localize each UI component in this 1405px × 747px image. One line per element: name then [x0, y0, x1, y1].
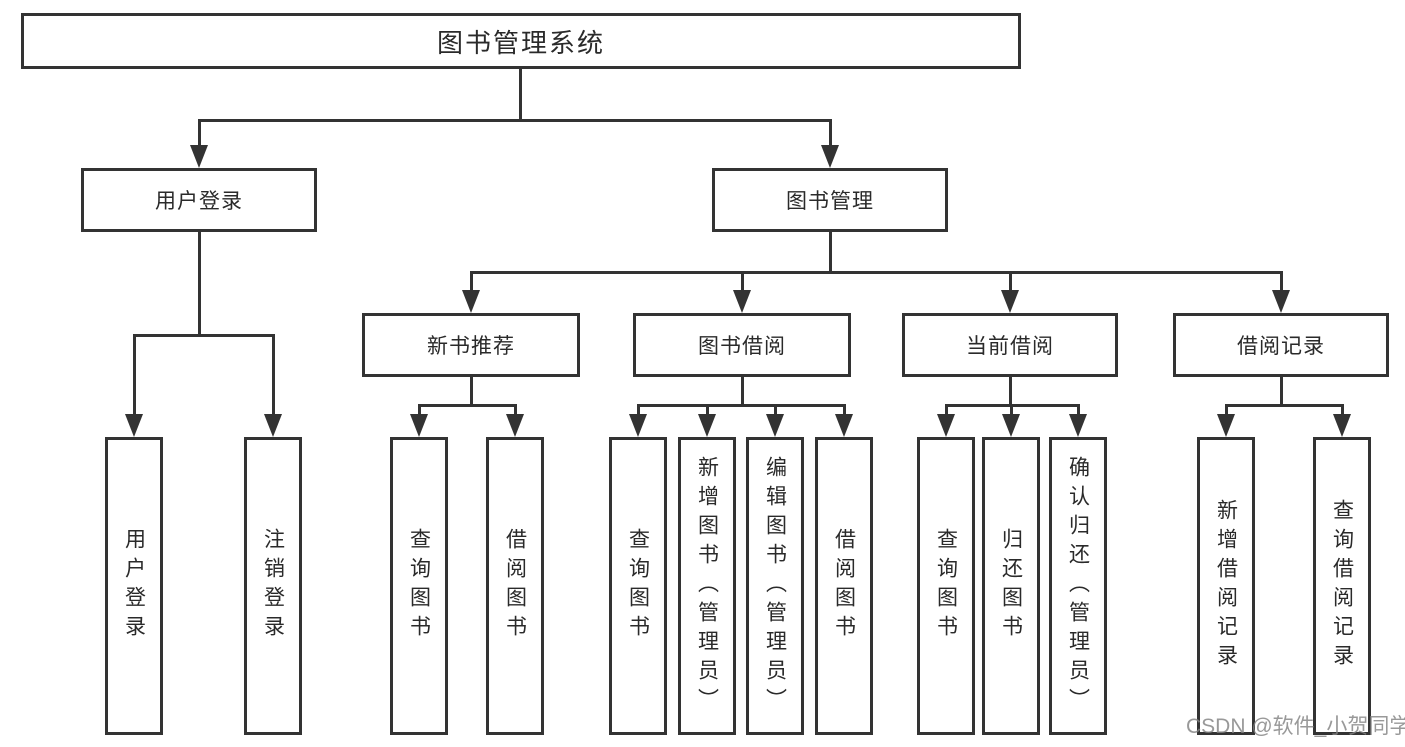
- connector-line: [637, 404, 640, 416]
- leaf-add-books-admin: 新增图书（管理员）: [678, 437, 736, 735]
- connector-line: [829, 232, 832, 273]
- connector-line: [1280, 377, 1283, 406]
- connector-line: [133, 334, 136, 416]
- arrow-down-icon: [821, 145, 839, 168]
- connector-line: [1009, 271, 1012, 292]
- leaf-label: 查询借阅记录: [1330, 499, 1354, 673]
- leaf-label: 编辑图书（管理员）: [763, 455, 787, 717]
- csdn-watermark: CSDN @软件_小贺同学: [1186, 715, 1405, 738]
- arrow-down-icon: [1272, 290, 1290, 313]
- leaf-label: 借阅图书: [503, 528, 527, 644]
- arrow-down-icon: [1069, 414, 1087, 437]
- node-label: 图书管理: [786, 190, 874, 213]
- connector-line: [774, 404, 777, 416]
- arrow-down-icon: [264, 414, 282, 437]
- connector-line: [637, 404, 846, 407]
- node-borrowing-records: 借阅记录: [1173, 313, 1389, 377]
- connector-line: [418, 404, 517, 407]
- connector-line: [945, 404, 948, 416]
- leaf-label: 查询图书: [626, 528, 650, 644]
- node-current-borrowing: 当前借阅: [902, 313, 1118, 377]
- connector-line: [843, 404, 846, 416]
- connector-line: [198, 119, 832, 122]
- leaf-query-books-current: 查询图书: [917, 437, 975, 735]
- leaf-label: 查询图书: [934, 528, 958, 644]
- leaf-query-books-borrowing: 查询图书: [609, 437, 667, 735]
- leaf-query-books-recommend: 查询图书: [390, 437, 448, 735]
- leaf-query-borrow-record: 查询借阅记录: [1313, 437, 1371, 735]
- arrow-down-icon: [410, 414, 428, 437]
- node-library-management-system: 图书管理系统: [21, 13, 1021, 69]
- leaf-logout: 注销登录: [244, 437, 302, 735]
- arrow-down-icon: [1217, 414, 1235, 437]
- arrow-down-icon: [1002, 414, 1020, 437]
- arrow-down-icon: [125, 414, 143, 437]
- node-new-book-recommendation: 新书推荐: [362, 313, 580, 377]
- leaf-add-borrow-record: 新增借阅记录: [1197, 437, 1255, 735]
- connector-line: [1341, 404, 1344, 416]
- leaf-confirm-return-admin: 确认归还（管理员）: [1049, 437, 1107, 735]
- arrow-down-icon: [698, 414, 716, 437]
- node-label: 用户登录: [155, 190, 243, 213]
- connector-line: [1010, 404, 1013, 416]
- arrow-down-icon: [1001, 290, 1019, 313]
- connector-line: [706, 404, 709, 416]
- node-label: 新书推荐: [427, 335, 515, 358]
- connector-line: [1225, 404, 1228, 416]
- arrow-down-icon: [462, 290, 480, 313]
- leaf-label: 归还图书: [999, 528, 1023, 644]
- connector-line: [1009, 377, 1012, 406]
- connector-line: [519, 69, 522, 121]
- arrow-down-icon: [835, 414, 853, 437]
- node-label: 图书管理系统: [436, 27, 605, 58]
- arrow-down-icon: [629, 414, 647, 437]
- leaf-label: 新增借阅记录: [1214, 499, 1238, 673]
- connector-line: [741, 377, 744, 406]
- leaf-label: 新增图书（管理员）: [695, 455, 719, 717]
- connector-line: [418, 404, 421, 416]
- arrow-down-icon: [506, 414, 524, 437]
- node-label: 借阅记录: [1237, 335, 1325, 358]
- connector-line: [1280, 271, 1283, 292]
- arrow-down-icon: [190, 145, 208, 168]
- node-book-borrowing: 图书借阅: [633, 313, 851, 377]
- connector-line: [1225, 404, 1344, 407]
- arrow-down-icon: [937, 414, 955, 437]
- leaf-label: 借阅图书: [832, 528, 856, 644]
- leaf-user-login: 用户登录: [105, 437, 163, 735]
- leaf-label: 用户登录: [122, 528, 146, 644]
- connector-line: [470, 271, 1283, 274]
- leaf-label: 查询图书: [407, 528, 431, 644]
- leaf-borrow-books: 借阅图书: [815, 437, 873, 735]
- connector-line: [272, 334, 275, 416]
- node-user-login: 用户登录: [81, 168, 317, 232]
- leaf-label: 确认归还（管理员）: [1066, 455, 1090, 717]
- node-label: 当前借阅: [966, 335, 1054, 358]
- leaf-edit-books-admin: 编辑图书（管理员）: [746, 437, 804, 735]
- leaf-return-books: 归还图书: [982, 437, 1040, 735]
- connector-line: [470, 271, 473, 292]
- connector-line: [198, 232, 201, 335]
- connector-line: [1077, 404, 1080, 416]
- connector-line: [133, 334, 275, 337]
- arrow-down-icon: [766, 414, 784, 437]
- node-label: 图书借阅: [698, 335, 786, 358]
- connector-line: [829, 119, 832, 147]
- connector-line: [470, 377, 473, 406]
- leaf-borrow-books-recommend: 借阅图书: [486, 437, 544, 735]
- connector-line: [741, 271, 744, 292]
- connector-line: [514, 404, 517, 416]
- arrow-down-icon: [1333, 414, 1351, 437]
- connector-line: [198, 119, 201, 147]
- arrow-down-icon: [733, 290, 751, 313]
- leaf-label: 注销登录: [261, 528, 285, 644]
- node-book-management: 图书管理: [712, 168, 948, 232]
